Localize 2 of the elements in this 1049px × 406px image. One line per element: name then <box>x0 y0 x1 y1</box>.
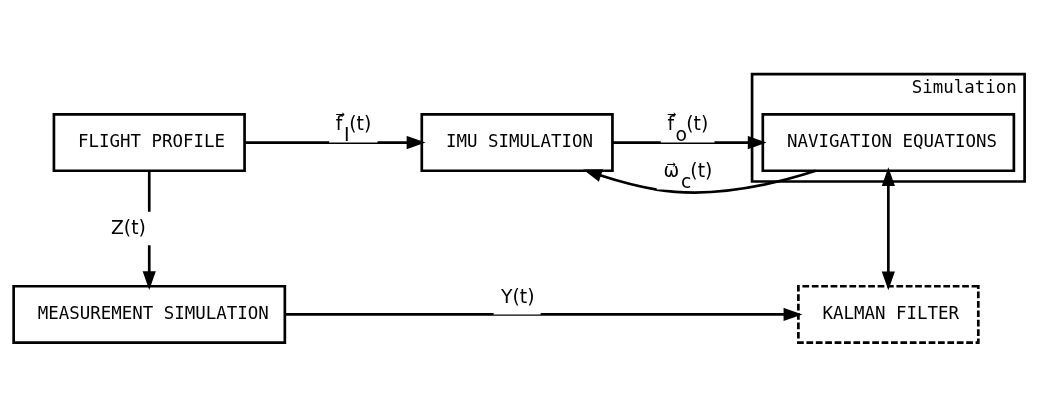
edge-label: Z(t) <box>110 217 146 239</box>
edge-label: Y(t) <box>501 286 535 308</box>
